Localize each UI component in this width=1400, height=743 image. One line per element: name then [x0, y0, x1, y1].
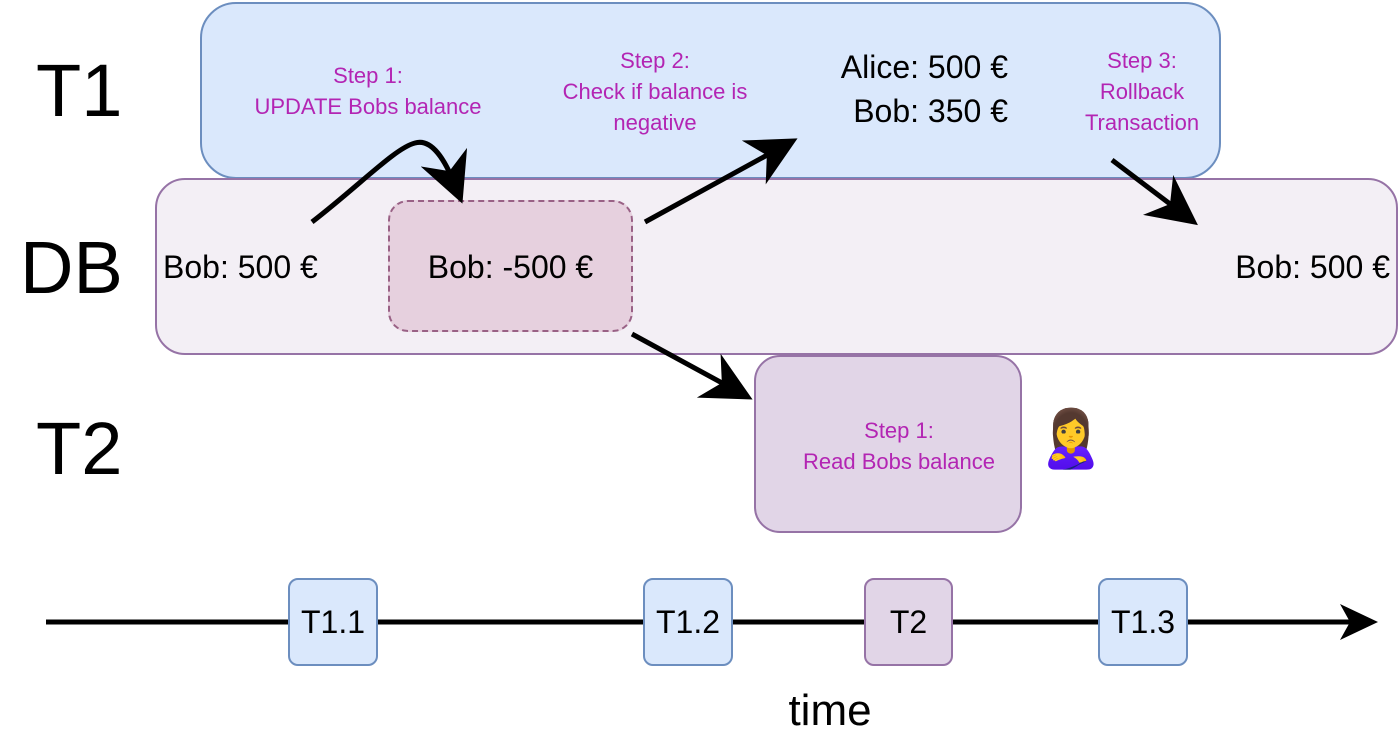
- timeline-arrowhead-icon: [1340, 604, 1378, 640]
- t1-step2-text: Step 2: Check if balance is negative: [562, 48, 748, 135]
- timeline-axis-label: time: [788, 686, 872, 735]
- timeline-chip-t1-3: T1.3: [1098, 578, 1188, 666]
- t2-transaction-box: [754, 355, 1022, 533]
- t1-accounts-text: Alice: 500 € Bob: 350 €: [840, 49, 1008, 129]
- t2-step1-text: Step 1: Read Bobs balance: [802, 418, 996, 474]
- t1-step3-text: Step 3: Rollback Transaction: [1084, 48, 1200, 135]
- arrow-to-accounts: [643, 138, 798, 225]
- lane-label-t2: T2: [36, 407, 123, 490]
- confused-person-emoji-icon: 🙎‍♀️: [1036, 407, 1106, 472]
- arrow-rollback: [1110, 158, 1198, 226]
- arrow-update-curve: [310, 139, 468, 224]
- db-final-balance: Bob: 500 €: [1235, 249, 1390, 285]
- lane-label-t1: T1: [36, 49, 123, 132]
- timeline-chip-t1-2: T1.2: [643, 578, 733, 666]
- lane-label-db: DB: [20, 226, 123, 309]
- arrow-dirty-read: [630, 331, 753, 400]
- db-initial-balance: Bob: 500 €: [163, 249, 318, 285]
- db-dirty-balance: Bob: -500 €: [427, 249, 594, 285]
- t1-step1-text: Step 1: UPDATE Bobs balance: [254, 63, 482, 119]
- db-dirty-value-box: [388, 200, 633, 332]
- timeline-chip-t2: T2: [864, 578, 953, 666]
- timeline-chip-t1-1: T1.1: [288, 578, 378, 666]
